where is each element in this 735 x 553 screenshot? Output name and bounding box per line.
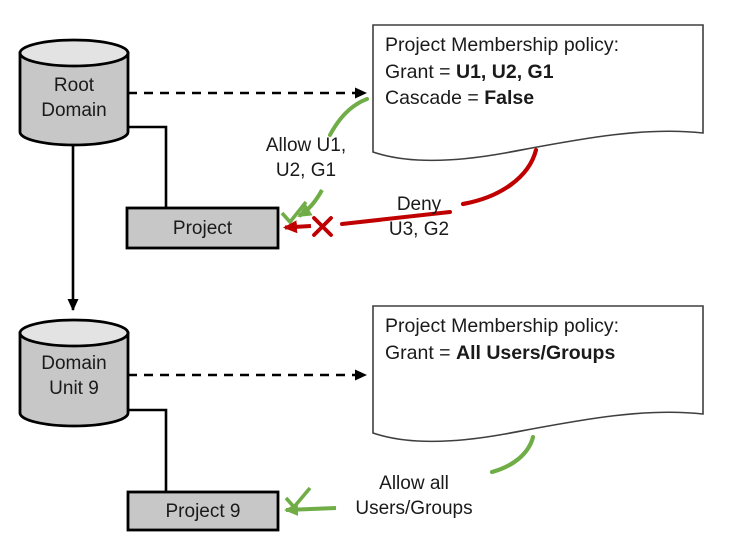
policy-bottom-grant: Grant = All Users/Groups (385, 341, 616, 364)
deny-line-segment (340, 210, 452, 226)
cylinder-top-icon (18, 38, 130, 68)
root-domain-label: Root Domain (20, 73, 128, 123)
root-domain-line2: Domain (41, 100, 107, 121)
policy-bottom-title: Project Membership policy: (385, 315, 620, 337)
deny-arrow (283, 220, 312, 234)
root-domain-shape (18, 38, 130, 147)
allow-curve-bottom (489, 434, 536, 475)
allow-curve-top-upper (328, 97, 369, 137)
allow-arrow-bottom (284, 503, 337, 517)
root-domain-line1: Root (53, 75, 95, 96)
cylinder-top-icon (18, 318, 130, 348)
allow-bottom-label: Allow all Users/Groups (355, 473, 473, 519)
policy-top-title: Project Membership policy: (385, 34, 620, 56)
policy-document-bottom (372, 305, 704, 443)
project-shape (125, 206, 280, 250)
allow-check-icon-bottom (284, 486, 312, 510)
domain-unit-9-label: Domain Unit 9 (20, 351, 128, 401)
allow-top-label: Allow U1, U2, G1 (265, 135, 347, 181)
project-9-shape (126, 490, 280, 532)
deny-curve (460, 147, 539, 207)
policy-document-top (372, 24, 704, 162)
root-to-project-connector (128, 125, 168, 208)
allow-curve-top-lower (297, 189, 324, 218)
policy-top-grant: Grant = U1, U2, G1 (385, 60, 554, 83)
project-label: Project (172, 217, 233, 239)
domain-unit-line2: Unit 9 (49, 378, 99, 399)
deny-label: Deny U3, G2 (388, 194, 450, 240)
policy-bottom-text: Project Membership policy: Grant = All U… (385, 313, 690, 366)
domain-unit-line1: Domain (41, 353, 107, 374)
deny-x-icon (312, 216, 333, 237)
policy-top-cascade: Cascade = False (385, 87, 535, 109)
project-9-label: Project 9 (165, 500, 241, 522)
policy-top-text: Project Membership policy: Grant = U1, U… (385, 32, 690, 112)
domain-unit-9-shape (18, 318, 130, 428)
domainunit-to-project9-connector (128, 408, 168, 492)
